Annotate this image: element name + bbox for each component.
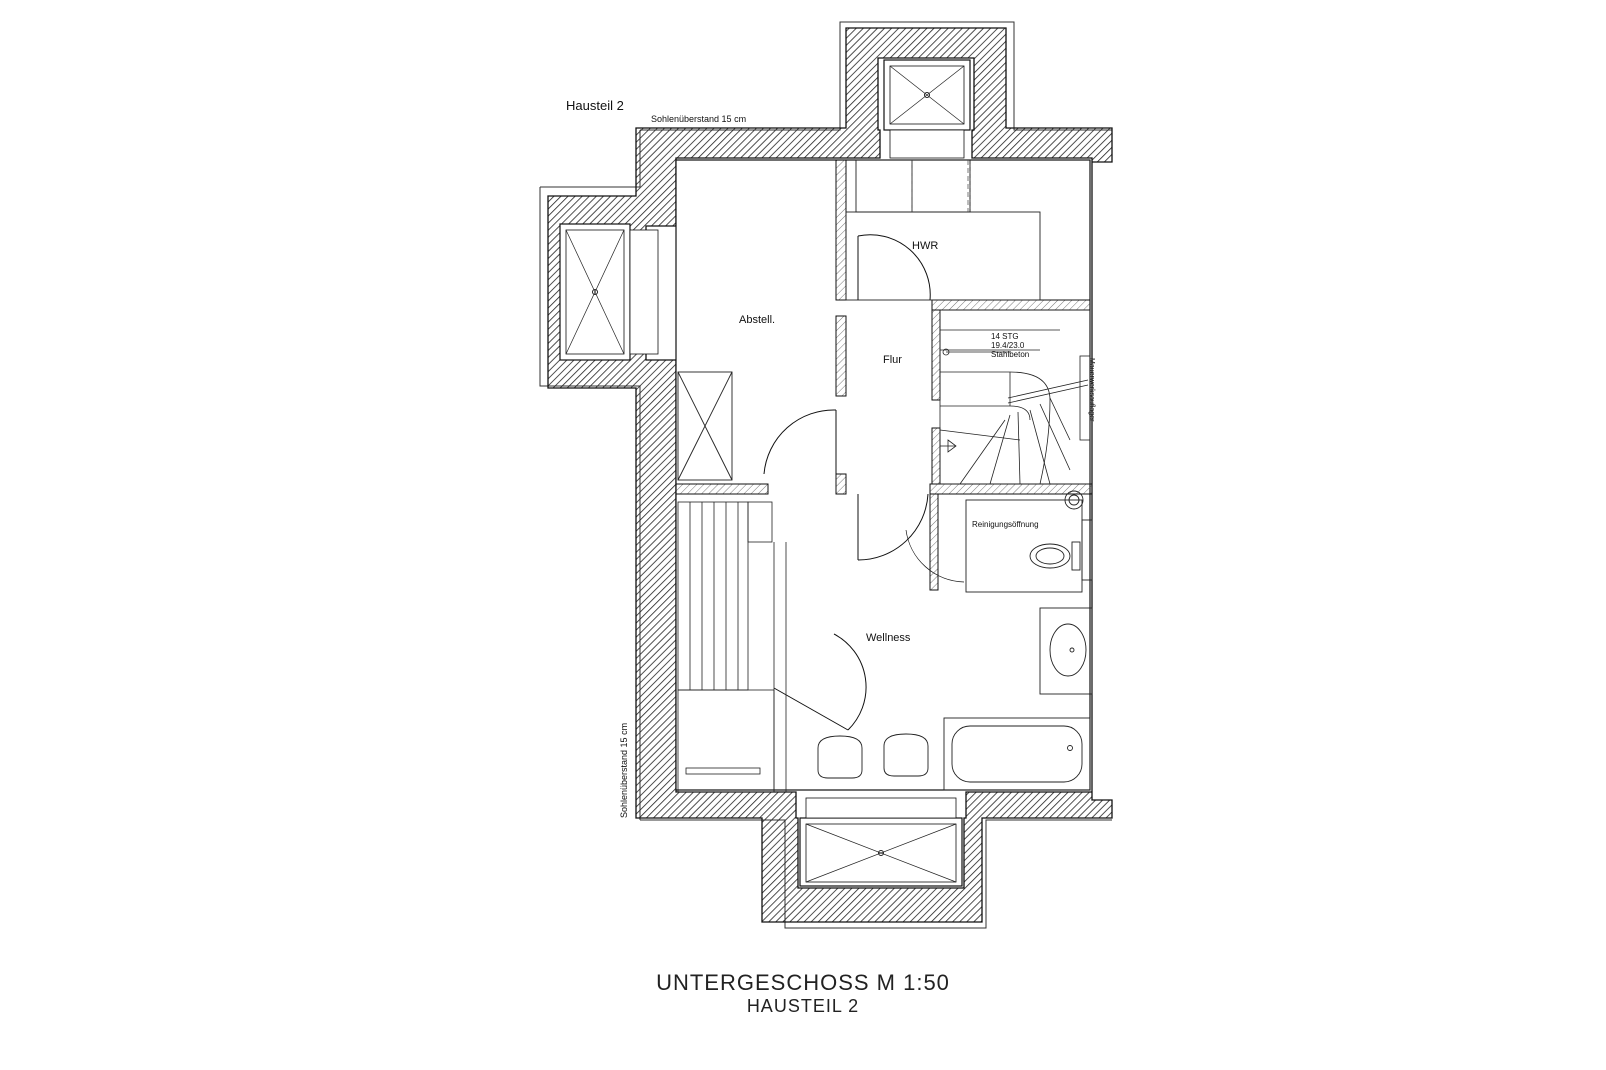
- drawing-subtitle: HAUSTEIL 2: [746, 996, 860, 1016]
- lounge-chairs: [817, 733, 929, 779]
- room-label-wellness: Wellness: [866, 632, 911, 644]
- storage-shelf: [677, 371, 733, 481]
- bathtub: [943, 717, 1091, 791]
- footing-note-left: Sohlenüberstand 15 cm: [619, 722, 629, 818]
- room-label-storage: Abstell.: [739, 314, 776, 326]
- washbasin: [1039, 607, 1093, 695]
- stair-steps-label: 14 STG: [991, 332, 1019, 341]
- section-label: Hausteil 2: [566, 98, 624, 113]
- room-label-hallway: Flur: [883, 354, 902, 366]
- room-label-utility: HWR: [912, 240, 939, 252]
- staircase: [939, 309, 1091, 485]
- interior-floor: [675, 159, 1091, 791]
- light-well-bottom: [799, 797, 963, 887]
- light-well-left: [559, 223, 659, 361]
- cleaning-opening-label: Reinigungsöffnung: [972, 520, 1039, 529]
- stair-material-label: Stahlbeton: [991, 350, 1030, 359]
- footing-note-top: Sohlenüberstand 15 cm: [651, 114, 747, 124]
- stair-rise-run-label: 19.4/23.0: [991, 341, 1025, 350]
- light-well-top: [883, 59, 971, 159]
- wall-support-label: Mauerwerksauflager: [1088, 358, 1095, 422]
- window-lines: [911, 160, 969, 212]
- drawing-title: UNTERGESCHOSS M 1:50: [656, 970, 950, 995]
- wc-compartment: [965, 490, 1093, 593]
- sauna: [677, 501, 787, 793]
